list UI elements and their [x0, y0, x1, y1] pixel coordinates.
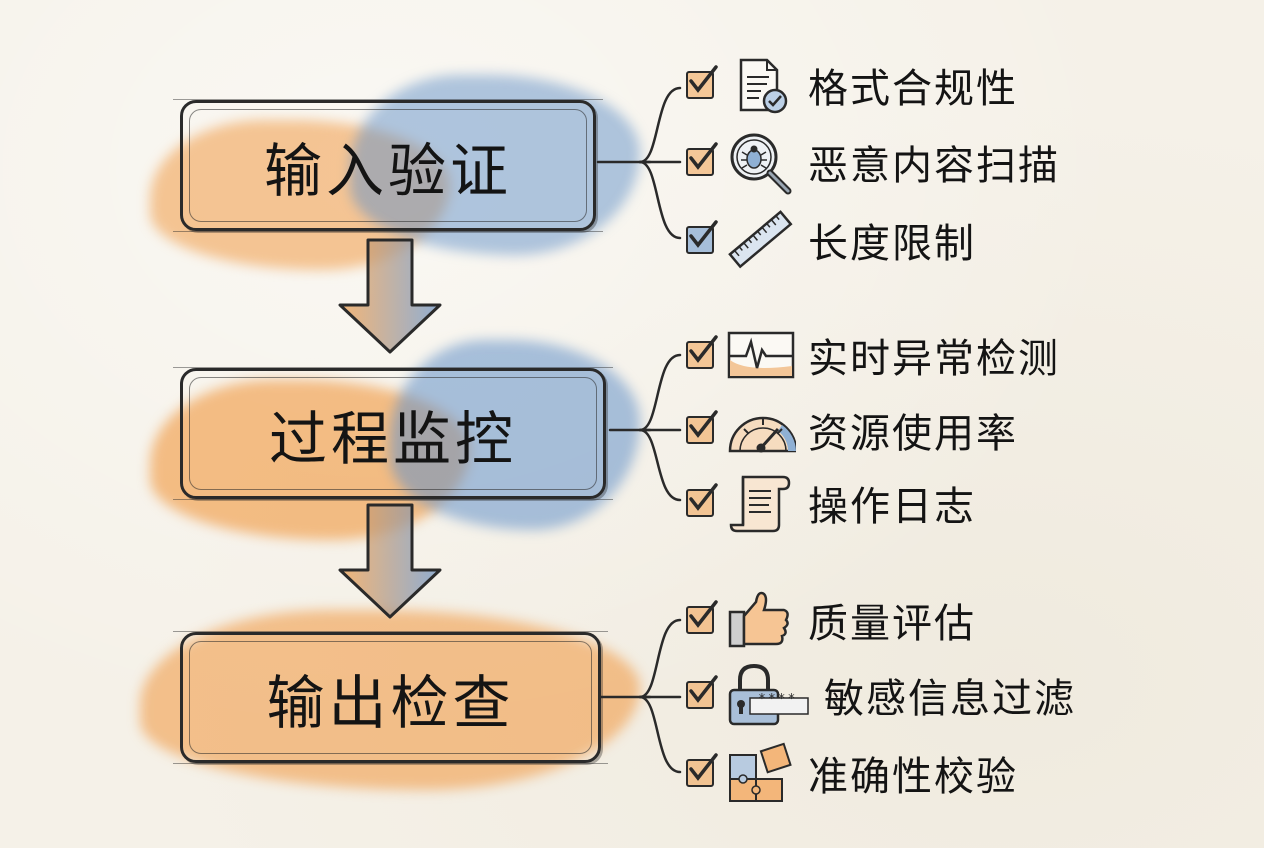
item-label: 恶意内容扫描 [808, 143, 1060, 189]
checkmark-icon [689, 600, 718, 628]
gauge-icon [726, 400, 796, 460]
item-label: 质量评估 [808, 601, 976, 647]
checkmark-icon [689, 220, 718, 248]
bracket-stage-3 [598, 618, 682, 774]
stage-input-validation: 输入验证 [150, 70, 640, 270]
bug-magnifier-icon [726, 132, 796, 195]
checkmark-icon [689, 65, 718, 93]
lock-password-icon: **** [726, 663, 810, 726]
checkmark-icon [689, 142, 718, 170]
document-check-icon [726, 55, 796, 115]
checkbox-checked[interactable] [686, 483, 718, 517]
down-arrow-1 [338, 238, 442, 354]
checkmark-icon [689, 753, 718, 781]
stage-output-check: 输出检查 [140, 600, 640, 800]
checklist-item: 实时异常检测 [686, 325, 1060, 385]
ruler-icon [726, 210, 796, 270]
password-mask: **** [758, 692, 798, 707]
item-label: 准确性校验 [808, 754, 1018, 800]
checkbox-checked[interactable] [686, 142, 718, 176]
item-label: 资源使用率 [808, 411, 1018, 457]
checkmark-icon [689, 675, 718, 703]
item-label: 格式合规性 [808, 66, 1018, 112]
stage-process-monitoring: 过程监控 [150, 340, 640, 540]
stage-box: 输出检查 [173, 631, 608, 764]
checklist-item: 质量评估 [686, 590, 976, 650]
bracket-stage-2 [608, 353, 682, 502]
checkmark-icon [689, 483, 718, 511]
thumbs-up-icon [726, 590, 796, 650]
checkmark-icon [689, 335, 718, 363]
checkbox-checked[interactable] [686, 600, 718, 634]
checkbox-checked[interactable] [686, 65, 718, 99]
checklist-item: **** 敏感信息过滤 [686, 663, 1076, 726]
checklist-item: 准确性校验 [686, 742, 1018, 803]
checklist-item: 恶意内容扫描 [686, 132, 1060, 195]
stage-box: 过程监控 [173, 367, 613, 500]
checklist-item: 长度限制 [686, 210, 976, 270]
down-arrow-2 [338, 503, 442, 619]
bracket-stage-1 [596, 86, 682, 240]
item-label: 操作日志 [808, 484, 976, 530]
checklist-item: 操作日志 [686, 473, 976, 533]
item-label: 长度限制 [808, 221, 976, 267]
checklist-item: 格式合规性 [686, 55, 1018, 115]
checkbox-checked[interactable] [686, 220, 718, 254]
puzzle-icon [726, 742, 796, 803]
checkmark-icon [689, 410, 718, 438]
checkbox-checked[interactable] [686, 335, 718, 369]
item-label: 实时异常检测 [808, 336, 1060, 382]
checkbox-checked[interactable] [686, 753, 718, 787]
checklist-item: 资源使用率 [686, 400, 1018, 460]
item-label: 敏感信息过滤 [824, 666, 1076, 724]
scroll-log-icon [726, 473, 796, 533]
checkbox-checked[interactable] [686, 410, 718, 444]
checkbox-checked[interactable] [686, 675, 718, 709]
stage-box: 输入验证 [173, 99, 603, 232]
pulse-monitor-icon [726, 325, 796, 385]
